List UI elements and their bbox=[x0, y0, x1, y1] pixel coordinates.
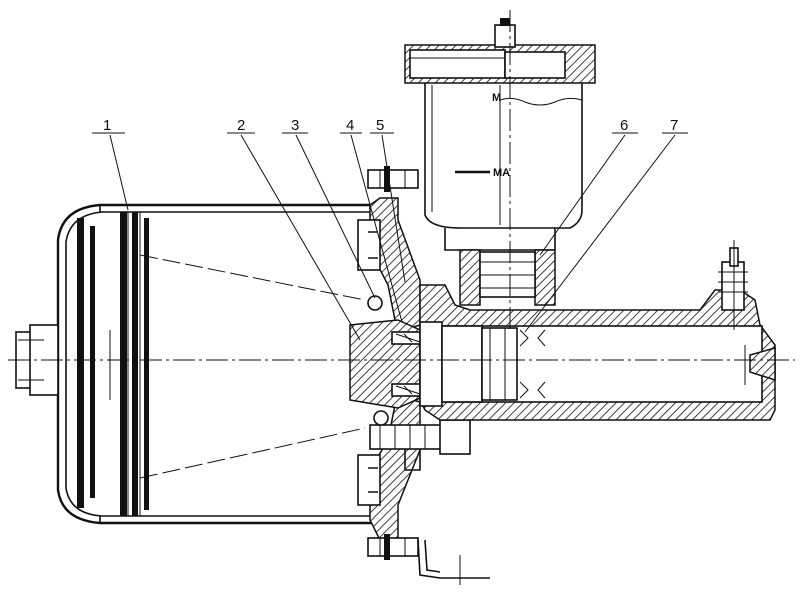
push-rod-seal bbox=[349, 319, 423, 409]
part-label-group: 1 2 3 4 5 6 7 bbox=[103, 117, 678, 134]
part-label-6: 6 bbox=[620, 117, 628, 134]
return-spring bbox=[139, 254, 366, 479]
mounting-bolt bbox=[369, 419, 471, 471]
bleed-screw bbox=[718, 240, 748, 330]
booster-shell bbox=[56, 203, 385, 525]
part-label-7: 7 bbox=[670, 117, 678, 134]
fluid-reservoir: M MA bbox=[404, 18, 596, 306]
part-label-2: 2 bbox=[237, 117, 245, 134]
diaphragm-plates bbox=[77, 212, 149, 516]
leader-lines bbox=[92, 132, 688, 341]
master-cylinder-body bbox=[419, 284, 776, 421]
o-rings bbox=[367, 295, 389, 426]
part-label-5: 5 bbox=[376, 117, 384, 134]
reservoir-min-mark: MA bbox=[493, 167, 510, 179]
part-label-1: 1 bbox=[103, 117, 111, 134]
part-label-3: 3 bbox=[291, 117, 299, 134]
reservoir-max-mark: M bbox=[492, 92, 501, 104]
top-bolt bbox=[367, 166, 419, 192]
part-label-4: 4 bbox=[346, 117, 354, 134]
centerlines bbox=[8, 10, 795, 361]
bottom-bolt bbox=[367, 534, 490, 585]
